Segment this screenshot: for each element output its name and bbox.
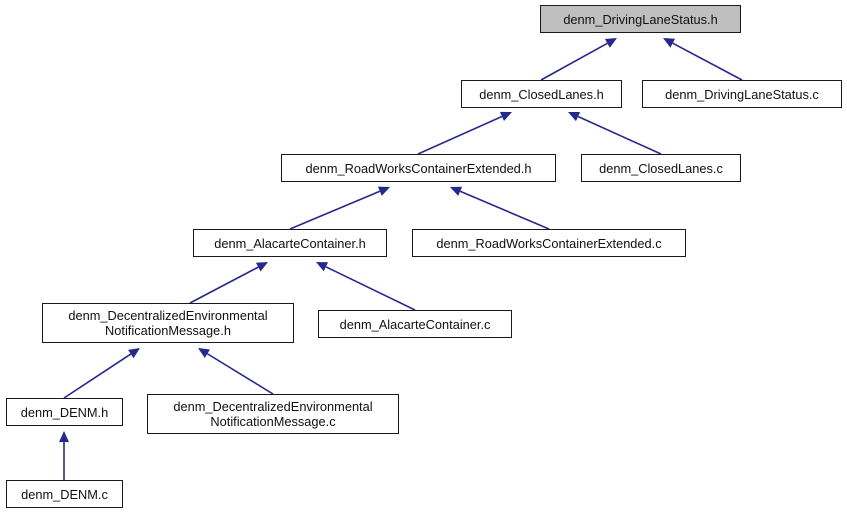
graph-node-label: denm_ClosedLanes.h: [479, 86, 604, 102]
graph-node-roadworkscontainerextended_c[interactable]: denm_RoadWorksContainerExtended.c: [412, 229, 686, 257]
graph-edge-arrow: [540, 38, 617, 81]
graph-node-alacartecontainer_c[interactable]: denm_AlacarteContainer.c: [318, 310, 512, 338]
graph-node-label: denm_DrivingLaneStatus.h: [563, 11, 718, 27]
graph-edge-arrow: [663, 38, 743, 81]
graph-edge-arrow: [417, 111, 512, 155]
graph-edge-arrow: [568, 111, 662, 155]
graph-edge-arrow: [189, 262, 268, 304]
graph-node-denm_c[interactable]: denm_DENM.c: [6, 480, 123, 508]
graph-node-denm_h[interactable]: denm_DENM.h: [6, 398, 123, 426]
graph-node-drivinglanestatus_h[interactable]: denm_DrivingLaneStatus.h: [540, 5, 741, 33]
graph-node-label: denm_AlacarteContainer.h: [214, 235, 366, 251]
graph-edge-arrow: [289, 186, 390, 230]
graph-node-dencentralizedenvnotifmsg_c[interactable]: denm_DecentralizedEnvironmental Notifica…: [147, 394, 399, 434]
graph-node-label: denm_DecentralizedEnvironmental Notifica…: [68, 308, 268, 338]
graph-node-dencentralizedenvnotifmsg_h[interactable]: denm_DecentralizedEnvironmental Notifica…: [42, 303, 294, 343]
graph-node-label: denm_DENM.h: [20, 404, 109, 420]
graph-node-label: denm_AlacarteContainer.c: [339, 316, 491, 332]
graph-node-label: denm_RoadWorksContainerExtended.c: [436, 235, 662, 251]
graph-node-closedlanes_c[interactable]: denm_ClosedLanes.c: [581, 154, 741, 182]
graph-node-label: denm_RoadWorksContainerExtended.h: [305, 160, 532, 176]
graph-node-closedlanes_h[interactable]: denm_ClosedLanes.h: [461, 80, 622, 108]
graph-edge-arrow: [198, 348, 274, 395]
graph-edge-arrow: [450, 186, 550, 230]
graph-node-label: denm_DecentralizedEnvironmental Notifica…: [173, 399, 373, 429]
graph-node-label: denm_DENM.c: [21, 486, 108, 502]
graph-edge-arrow: [316, 262, 416, 311]
graph-node-label: denm_ClosedLanes.c: [599, 160, 723, 176]
graph-edge-arrow: [63, 348, 140, 399]
graph-node-drivinglanestatus_c[interactable]: denm_DrivingLaneStatus.c: [642, 80, 842, 108]
graph-edge-arrow: [59, 431, 69, 480]
graph-node-roadworkscontainerextended_h[interactable]: denm_RoadWorksContainerExtended.h: [281, 154, 556, 182]
graph-node-alacartecontainer_h[interactable]: denm_AlacarteContainer.h: [193, 229, 387, 257]
graph-node-label: denm_DrivingLaneStatus.c: [665, 86, 819, 102]
